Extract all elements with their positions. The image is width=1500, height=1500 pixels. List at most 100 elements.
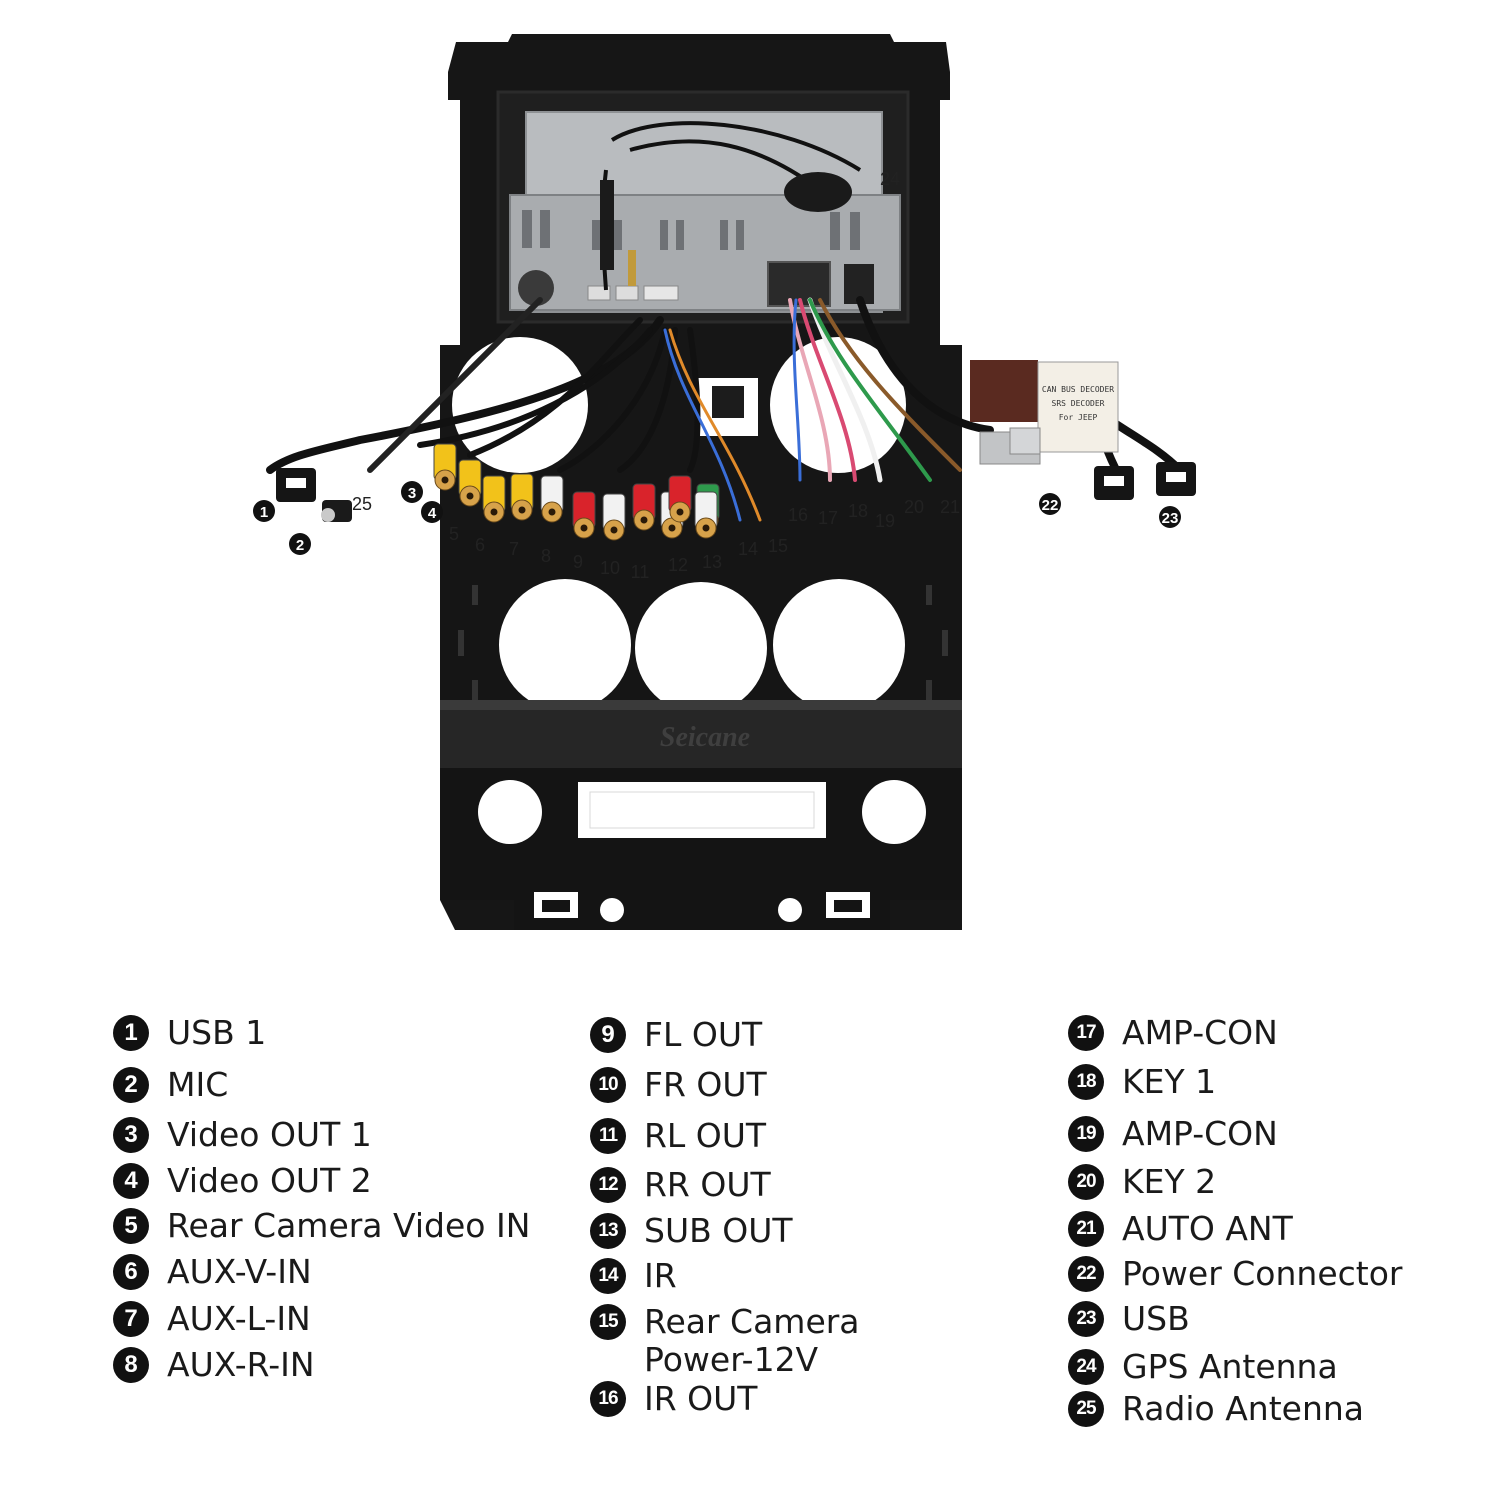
- callout-number: 21: [940, 497, 960, 517]
- legend-label: Rear Camera Video IN: [167, 1206, 531, 1245]
- legend-label: AMP-CON: [1122, 1013, 1278, 1052]
- legend-label: Video OUT 1: [167, 1115, 372, 1154]
- rca-plug: [694, 491, 718, 539]
- legend-label: Video OUT 2: [167, 1161, 372, 1200]
- legend-label: AUX-R-IN: [167, 1345, 315, 1384]
- legend-label: GPS Antenna: [1122, 1347, 1338, 1386]
- head-unit-illustration: Seicane: [253, 34, 1196, 930]
- rca-plug: [458, 459, 482, 507]
- callout-badge: [1159, 506, 1181, 528]
- legend-number-badge: 1: [113, 1015, 149, 1051]
- usb-connectors: [276, 462, 1196, 522]
- legend-item: 9 FL OUT: [590, 1016, 762, 1054]
- legend-item: 25 Radio Antenna: [1068, 1390, 1364, 1428]
- callout-number: 22: [1042, 497, 1059, 514]
- callout-number: 7: [509, 539, 519, 559]
- legend-label: IR OUT: [644, 1379, 758, 1418]
- legend-item: 22 Power Connector: [1068, 1255, 1402, 1293]
- legend-label: Radio Antenna: [1122, 1389, 1365, 1428]
- rca-plug: [572, 491, 596, 539]
- callout-number: 25: [352, 494, 372, 514]
- legend-item: 8 AUX-R-IN: [113, 1346, 315, 1384]
- legend-label: Power Connector: [1122, 1254, 1403, 1293]
- callout-badge: [421, 501, 443, 523]
- legend-number-badge: 3: [113, 1117, 149, 1153]
- decoder-label-3: For JEEP: [1059, 413, 1098, 422]
- callout-number: 12: [668, 555, 688, 575]
- legend-label: Rear Camera Power-12V: [644, 1302, 860, 1379]
- decoder-label-2: SRS DECODER: [1052, 399, 1105, 408]
- callout-badge: [1039, 493, 1061, 515]
- legend-item: 7 AUX-L-IN: [113, 1300, 311, 1338]
- legend-number-badge: 7: [113, 1301, 149, 1337]
- legend-number-badge: 23: [1068, 1301, 1104, 1337]
- callout-number: 14: [738, 539, 758, 559]
- gps-antenna: [600, 121, 862, 291]
- legend-number-badge: 15: [590, 1304, 626, 1340]
- legend-number-badge: 10: [590, 1067, 626, 1103]
- callout-number: 17: [818, 508, 838, 528]
- legend-item: 19 AMP-CON: [1068, 1115, 1278, 1153]
- legend-number-badge: 5: [113, 1208, 149, 1244]
- callout-badge: [289, 533, 311, 555]
- callout-number: 19: [875, 511, 895, 531]
- legend-label: AUX-L-IN: [167, 1299, 311, 1338]
- legend-item: 23 USB: [1068, 1300, 1190, 1338]
- legend-number-badge: 19: [1068, 1116, 1104, 1152]
- legend-item: 17 AMP-CON: [1068, 1014, 1278, 1052]
- legend-label: AMP-CON: [1122, 1114, 1278, 1153]
- callout-number: 18: [848, 501, 868, 521]
- rca-plug: [632, 483, 656, 531]
- legend-item: 3 Video OUT 1: [113, 1116, 372, 1154]
- callout-number: 11: [631, 562, 650, 582]
- legend-label: USB: [1122, 1299, 1190, 1338]
- callout-badge: [253, 500, 275, 522]
- legend-label: IR: [644, 1256, 677, 1295]
- callout-number: 5: [449, 524, 459, 544]
- legend-number-badge: 11: [590, 1118, 626, 1154]
- legend-number-badge: 14: [590, 1258, 626, 1294]
- legend-number-badge: 22: [1068, 1256, 1104, 1292]
- legend-number-badge: 4: [113, 1163, 149, 1199]
- callout-number: 4: [428, 505, 437, 522]
- callout-number: 20: [904, 497, 924, 517]
- legend-item: 11 RL OUT: [590, 1117, 766, 1155]
- rca-plug: [540, 475, 564, 523]
- legend-label: KEY 2: [1122, 1162, 1217, 1201]
- legend-label: FL OUT: [644, 1015, 763, 1054]
- callout-number: 23: [1162, 510, 1179, 527]
- wiring-harness: [266, 296, 1184, 522]
- watermark: Seicane: [660, 722, 750, 753]
- callout-number: 8: [541, 546, 551, 566]
- legend-number-badge: 2: [113, 1067, 149, 1103]
- decoder-label-1: CAN BUS DECODER: [1042, 385, 1114, 394]
- rca-connectors: [433, 443, 720, 541]
- legend-number-badge: 18: [1068, 1064, 1104, 1100]
- callout-number: 6: [475, 535, 485, 555]
- legend-number-badge: 9: [590, 1017, 626, 1053]
- legend-item: 4 Video OUT 2: [113, 1162, 372, 1200]
- legend-number-badge: 16: [590, 1381, 626, 1417]
- legend-item: 18 KEY 1: [1068, 1063, 1216, 1101]
- legend-label: RL OUT: [644, 1116, 767, 1155]
- callout-number: 2: [296, 537, 304, 554]
- legend-number-badge: 8: [113, 1347, 149, 1383]
- legend-label: KEY 1: [1122, 1062, 1217, 1101]
- legend-number-badge: 25: [1068, 1391, 1104, 1427]
- rca-plug: [433, 443, 457, 491]
- rca-plug: [668, 475, 692, 523]
- rca-plug: [510, 473, 534, 521]
- callout-number: 13: [702, 552, 722, 572]
- callout-number: 15: [768, 536, 788, 556]
- legend-number-badge: 17: [1068, 1015, 1104, 1051]
- callout-number: 3: [408, 485, 416, 502]
- legend-label: SUB OUT: [644, 1211, 793, 1250]
